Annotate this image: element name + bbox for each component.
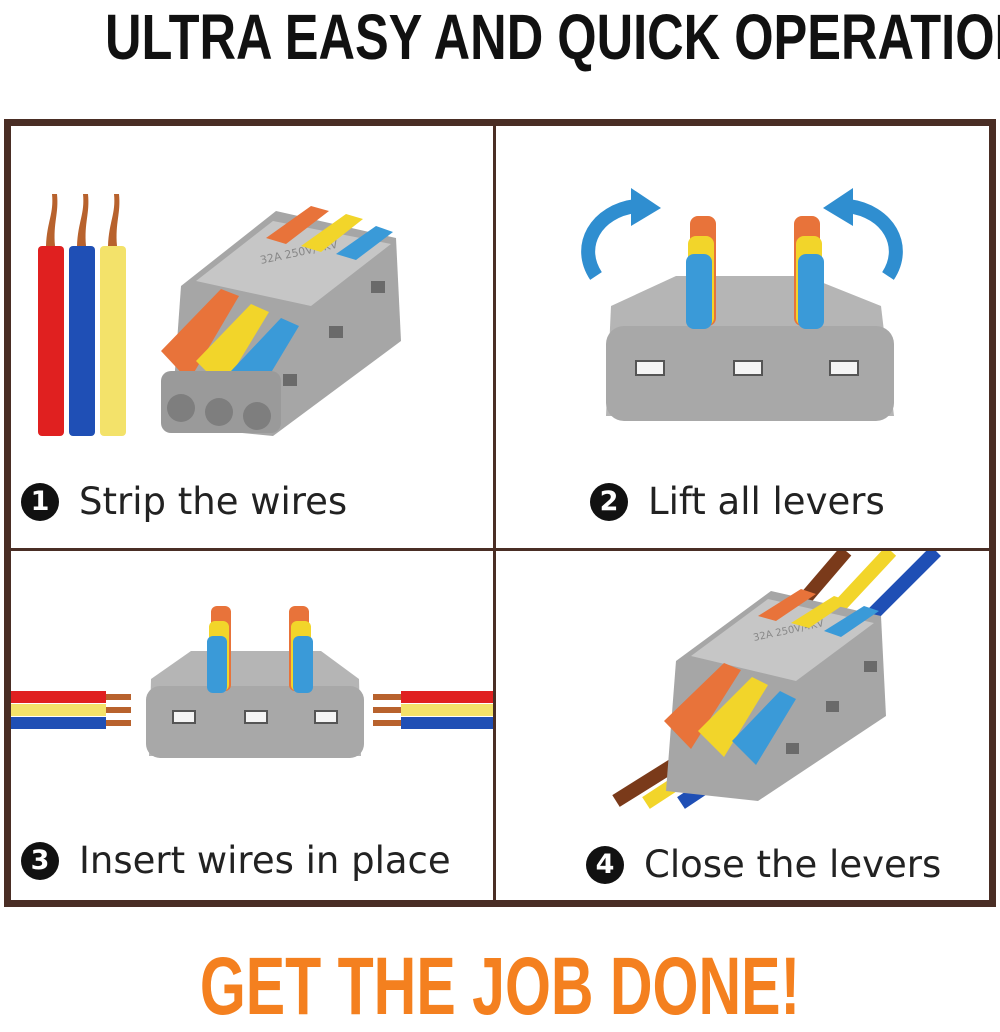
step-label: Strip the wires — [79, 480, 348, 523]
step-caption-4: 4 Close the levers — [586, 843, 941, 886]
connector-top-view: 32A 250V/4KV — [161, 206, 401, 436]
step-panel-1: 32A 250V/4KV 1 Str — [11, 126, 493, 548]
wires-left — [11, 691, 131, 729]
step-label: Lift all levers — [648, 480, 885, 523]
grid-divider-horizontal — [11, 548, 989, 551]
connector-closed: 32A 250V/4KV — [664, 589, 886, 801]
step-caption-2: 2 Lift all levers — [590, 480, 885, 523]
insert-wires-illustration — [11, 606, 493, 758]
step-caption-3: 3 Insert wires in place — [21, 839, 451, 882]
step-caption-1: 1 Strip the wires — [21, 480, 347, 523]
headline: ULTRA EASY AND QUICK OPERATION — [105, 1, 1000, 73]
step-label: Insert wires in place — [79, 839, 451, 882]
steps-grid: 32A 250V/4KV 1 Str — [4, 119, 996, 907]
grid-divider-vertical — [493, 126, 496, 900]
step-number-badge: 2 — [590, 482, 628, 521]
step-panel-2: 2 Lift all levers — [496, 126, 989, 548]
connector-open — [146, 606, 364, 758]
lift-arrow-icons — [581, 188, 903, 280]
step-number-badge: 3 — [21, 841, 59, 880]
step-number-badge: 4 — [586, 845, 624, 884]
stripped-wires — [38, 194, 126, 436]
stripped-wires-and-connector-illustration: 32A 250V/4KV — [38, 194, 401, 436]
step-panel-4: 32A 250V/4KV 4 Close the levers — [496, 551, 989, 900]
step-label: Close the levers — [644, 843, 942, 886]
wires-right — [373, 691, 493, 729]
footer-tagline: GET THE JOB DONE! — [199, 941, 801, 1032]
closed-levers-illustration: 32A 250V/4KV — [612, 551, 941, 809]
lift-levers-illustration — [581, 188, 903, 421]
step-panel-3: 3 Insert wires in place — [11, 551, 493, 900]
connector-front-view — [606, 216, 894, 421]
step-number-badge: 1 — [21, 482, 59, 521]
